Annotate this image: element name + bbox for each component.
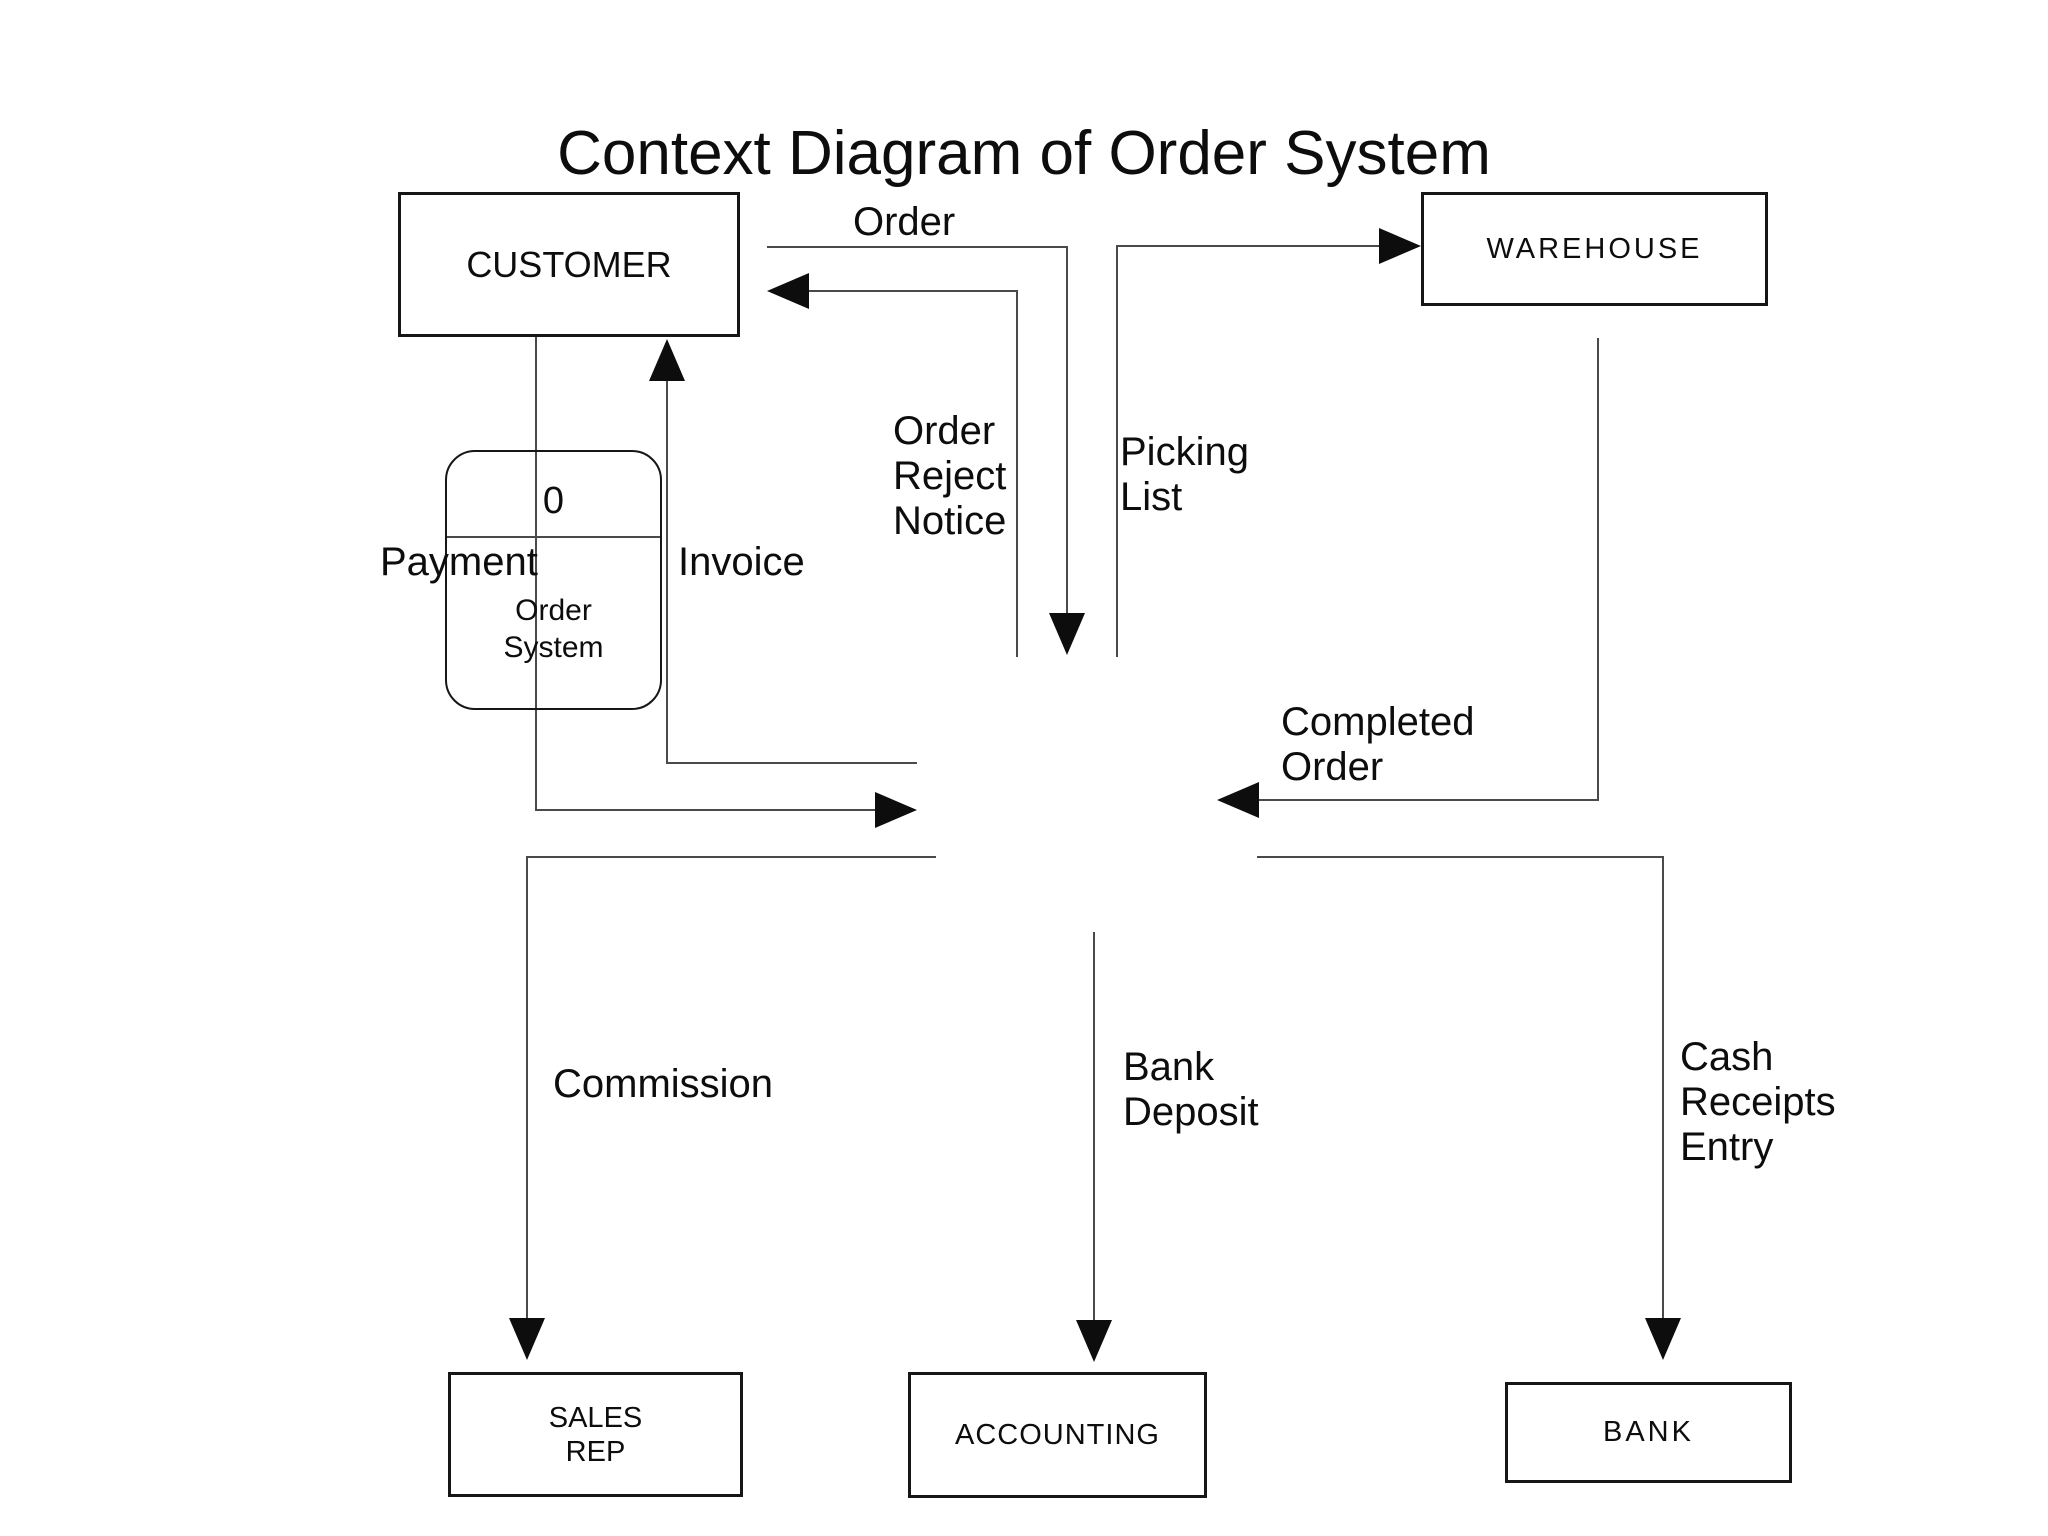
diagram-title: Context Diagram of Order System bbox=[557, 119, 1491, 188]
cash-receipts-entry-flow-line bbox=[1257, 856, 1664, 1318]
completed-order-flow-line bbox=[1259, 338, 1599, 801]
flow-label-picking-list: Picking List bbox=[1120, 430, 1249, 519]
process-order-system: 0 Order System bbox=[445, 450, 662, 710]
picking-list-flow-line bbox=[1116, 245, 1379, 657]
order-reject-notice-flow-line bbox=[809, 290, 1018, 657]
entity-bank-label: BANK bbox=[1603, 1416, 1694, 1448]
entity-warehouse: WAREHOUSE bbox=[1421, 192, 1768, 306]
entity-sales-rep-label-line1: SALES bbox=[548, 1401, 643, 1434]
cash-receipts-entry-arrowhead-down bbox=[1645, 1318, 1681, 1360]
entity-sales-rep-label-line2: REP bbox=[565, 1435, 626, 1468]
entity-sales-rep: SALES REP bbox=[448, 1372, 743, 1497]
invoice-flow-line bbox=[666, 381, 917, 764]
order-flow-arrowhead-down bbox=[1049, 613, 1085, 655]
payment-flow-line bbox=[535, 337, 875, 811]
flow-label-completed-order: Completed Order bbox=[1281, 700, 1475, 789]
commission-flow-line bbox=[526, 856, 936, 1318]
process-number: 0 bbox=[542, 480, 565, 522]
entity-accounting: ACCOUNTING bbox=[908, 1372, 1207, 1498]
entity-customer: CUSTOMER bbox=[398, 192, 740, 337]
order-reject-notice-arrowhead-left bbox=[767, 273, 809, 309]
payment-arrowhead-right bbox=[875, 792, 917, 828]
completed-order-arrowhead-left bbox=[1217, 782, 1259, 818]
entity-bank: BANK bbox=[1505, 1382, 1792, 1483]
process-divider-line bbox=[447, 536, 660, 538]
picking-list-arrowhead-right bbox=[1379, 228, 1421, 264]
flow-label-commission: Commission bbox=[553, 1062, 774, 1106]
order-flow-line bbox=[767, 246, 1068, 613]
process-name-line2: System bbox=[503, 631, 604, 664]
flow-label-bank-deposit: Bank Deposit bbox=[1123, 1045, 1259, 1134]
commission-arrowhead-down bbox=[509, 1318, 545, 1360]
flow-label-order-reject-notice: Order Reject Notice bbox=[893, 409, 1007, 543]
flow-label-payment: Payment bbox=[380, 540, 538, 584]
flow-label-cash-receipts-entry: Cash Receipts Entry bbox=[1680, 1035, 1836, 1169]
entity-accounting-label: ACCOUNTING bbox=[955, 1418, 1160, 1451]
entity-customer-label: CUSTOMER bbox=[466, 243, 672, 285]
process-name-line1: Order bbox=[515, 594, 592, 627]
flow-label-order: Order bbox=[853, 200, 956, 244]
bank-deposit-arrowhead-down bbox=[1076, 1320, 1112, 1362]
entity-warehouse-label: WAREHOUSE bbox=[1486, 232, 1703, 265]
invoice-arrowhead-up bbox=[649, 339, 685, 381]
process-name: Order System bbox=[447, 592, 660, 666]
flow-label-invoice: Invoice bbox=[678, 540, 805, 584]
